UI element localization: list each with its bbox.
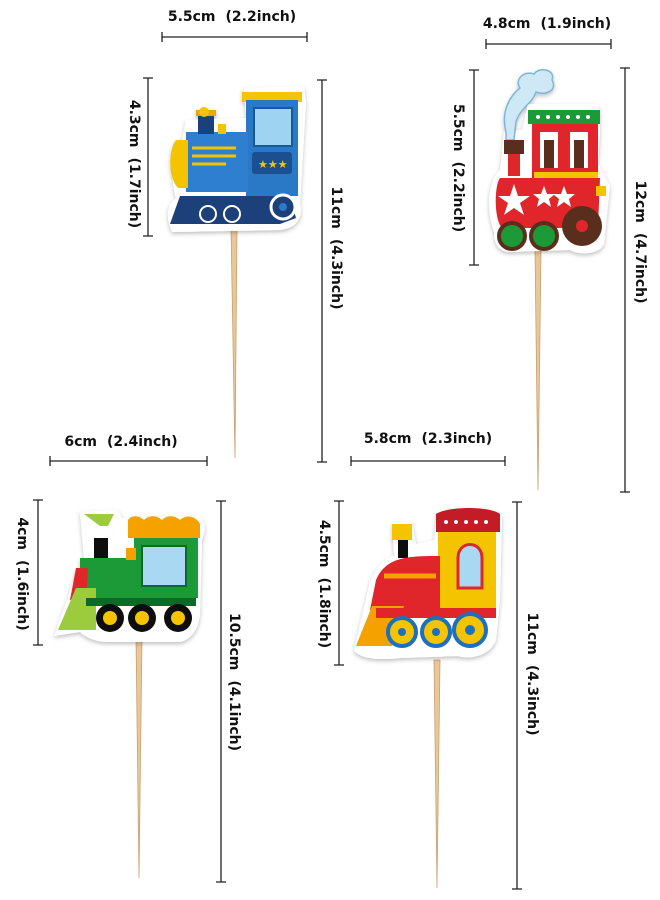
height-label: 4.3cm (1.7inch) — [126, 100, 142, 228]
width-inch: (2.3inch) — [421, 431, 493, 447]
width-cm: 4.8cm — [482, 16, 531, 32]
height-cm: 5.5cm — [450, 103, 466, 152]
height-inch: (1.7inch) — [126, 157, 142, 229]
total-inch: (4.3inch) — [524, 664, 540, 736]
height-cm: 4cm — [14, 517, 30, 550]
total-cm: 10.5cm — [226, 612, 242, 671]
total-inch: (4.7inch) — [632, 232, 648, 304]
total-height-label: 12cm (4.7inch) — [632, 180, 648, 303]
height-cm: 4.3cm — [126, 99, 142, 148]
width-label: 5.5cm (2.2inch) — [168, 9, 296, 25]
height-cm: 4.5cm — [316, 519, 332, 568]
blue-train-topper: ★★★ — [167, 86, 306, 232]
width-cm: 5.5cm — [167, 9, 216, 25]
width-cm: 5.8cm — [363, 431, 412, 447]
width-label: 6cm (2.4inch) — [64, 434, 177, 450]
total-inch: (4.1inch) — [226, 680, 242, 752]
width-label: 5.8cm (2.3inch) — [364, 431, 492, 447]
dimension-lines — [33, 32, 630, 890]
svg-text:★★★: ★★★ — [258, 158, 288, 171]
total-cm: 11cm — [328, 186, 344, 229]
height-inch: (1.8inch) — [316, 577, 332, 649]
width-inch: (2.2inch) — [225, 9, 297, 25]
height-inch: (2.2inch) — [450, 161, 466, 233]
total-height-label: 11cm (4.3inch) — [328, 186, 344, 309]
height-label: 5.5cm (2.2inch) — [450, 104, 466, 232]
toothpick-sticks — [135, 227, 542, 889]
height-label: 4cm (1.6inch) — [14, 517, 30, 630]
width-inch: (1.9inch) — [540, 16, 612, 32]
height-inch: (1.6inch) — [14, 560, 30, 631]
total-cm: 12cm — [632, 180, 648, 223]
total-height-label: 10.5cm (4.1inch) — [226, 613, 242, 751]
width-inch: (2.4inch) — [107, 434, 178, 450]
total-inch: (4.3inch) — [328, 238, 344, 310]
height-label: 4.5cm (1.8inch) — [316, 520, 332, 648]
width-label: 4.8cm (1.9inch) — [483, 16, 611, 32]
width-cm: 6cm — [64, 434, 97, 450]
total-height-label: 11cm (4.3inch) — [524, 612, 540, 735]
red-star-train-topper — [489, 69, 610, 254]
red-yellow-train-topper — [354, 508, 502, 660]
green-train-topper — [54, 510, 205, 642]
total-cm: 11cm — [524, 612, 540, 655]
